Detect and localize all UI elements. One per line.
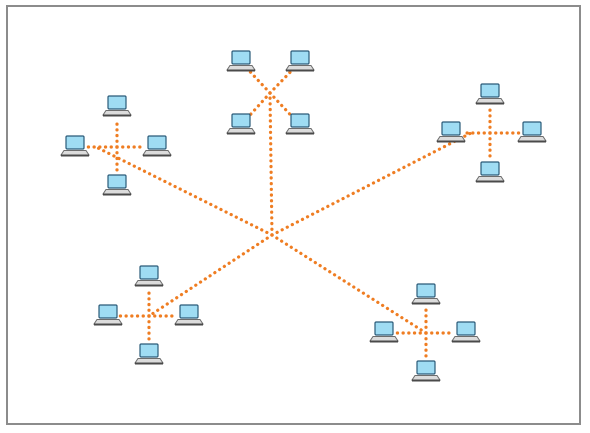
laptop-edge <box>437 140 465 143</box>
laptop-icon <box>226 113 256 135</box>
laptop-screen <box>179 304 199 319</box>
laptop-screen <box>231 50 251 65</box>
laptop-base <box>134 358 164 364</box>
laptop-screen <box>416 283 436 298</box>
laptop-icon <box>369 321 399 343</box>
laptop-edge <box>175 323 203 326</box>
laptop-base <box>517 136 547 142</box>
laptop-base <box>174 319 204 325</box>
laptop-icon <box>134 265 164 287</box>
backbone-link-cluster-left <box>94 145 274 237</box>
laptop-icon <box>134 343 164 365</box>
laptop-screen <box>480 161 500 176</box>
laptop-icon <box>475 161 505 183</box>
laptop-icon <box>174 304 204 326</box>
laptop-icon <box>60 135 90 157</box>
laptop-base <box>475 98 505 104</box>
laptop-edge <box>227 132 255 135</box>
laptop-base <box>226 128 256 134</box>
laptop-edge <box>518 140 546 143</box>
laptop-screen <box>98 304 118 319</box>
laptop-edge <box>103 114 131 117</box>
diagram-frame <box>6 5 581 425</box>
laptop-screen <box>522 121 542 136</box>
laptop-icon <box>102 174 132 196</box>
laptop-screen <box>374 321 394 336</box>
laptop-base <box>93 319 123 325</box>
laptop-screen <box>416 360 436 375</box>
laptop-screen <box>107 174 127 189</box>
laptop-edge <box>286 69 314 72</box>
laptop-edge <box>370 340 398 343</box>
laptop-icon <box>226 50 256 72</box>
backbone-link-cluster-top <box>268 93 274 237</box>
laptop-edge <box>227 69 255 72</box>
laptop-icon <box>102 95 132 117</box>
laptop-screen <box>147 135 167 150</box>
laptop-base <box>411 298 441 304</box>
laptop-screen <box>139 343 159 358</box>
laptop-base <box>226 65 256 71</box>
link-top-ne <box>268 67 295 95</box>
laptop-base <box>436 136 466 142</box>
laptop-icon <box>436 121 466 143</box>
laptop-screen <box>107 95 127 110</box>
laptop-base <box>142 150 172 156</box>
laptop-edge <box>476 180 504 183</box>
laptop-screen <box>441 121 461 136</box>
laptop-icon <box>411 283 441 305</box>
laptop-screen <box>231 113 251 128</box>
laptop-base <box>285 65 315 71</box>
link-top-sw <box>246 91 272 120</box>
laptop-icon <box>475 83 505 105</box>
laptop-edge <box>286 132 314 135</box>
laptop-base <box>369 336 399 342</box>
laptop-screen <box>139 265 159 280</box>
laptop-screen <box>290 50 310 65</box>
laptop-base <box>102 189 132 195</box>
laptop-icon <box>517 121 547 143</box>
backbone-link-cluster-bottom-left <box>147 233 274 318</box>
laptop-base <box>285 128 315 134</box>
backbone-link-cluster-right <box>270 131 473 237</box>
nodes-layer <box>60 50 547 382</box>
laptop-base <box>451 336 481 342</box>
laptop-edge <box>135 362 163 365</box>
laptop-screen <box>456 321 476 336</box>
laptop-icon <box>93 304 123 326</box>
laptop-edge <box>135 284 163 287</box>
backbone-link-cluster-bottom-right <box>270 233 428 335</box>
laptop-edge <box>103 193 131 196</box>
links-layer <box>85 67 522 362</box>
laptop-base <box>134 280 164 286</box>
laptop-icon <box>142 135 172 157</box>
laptop-edge <box>476 102 504 105</box>
laptop-base <box>475 176 505 182</box>
laptop-base <box>411 375 441 381</box>
laptop-icon <box>451 321 481 343</box>
laptop-edge <box>412 379 440 382</box>
laptop-base <box>60 150 90 156</box>
laptop-icon <box>285 50 315 72</box>
laptop-icon <box>411 360 441 382</box>
laptop-edge <box>412 302 440 305</box>
laptop-icon <box>285 113 315 135</box>
link-top-se <box>268 91 295 120</box>
laptop-edge <box>61 154 89 157</box>
laptop-screen <box>290 113 310 128</box>
laptop-screen <box>65 135 85 150</box>
laptop-edge <box>94 323 122 326</box>
laptop-base <box>102 110 132 116</box>
link-top-nw <box>246 67 272 95</box>
laptop-edge <box>452 340 480 343</box>
laptop-screen <box>480 83 500 98</box>
laptop-edge <box>143 154 171 157</box>
